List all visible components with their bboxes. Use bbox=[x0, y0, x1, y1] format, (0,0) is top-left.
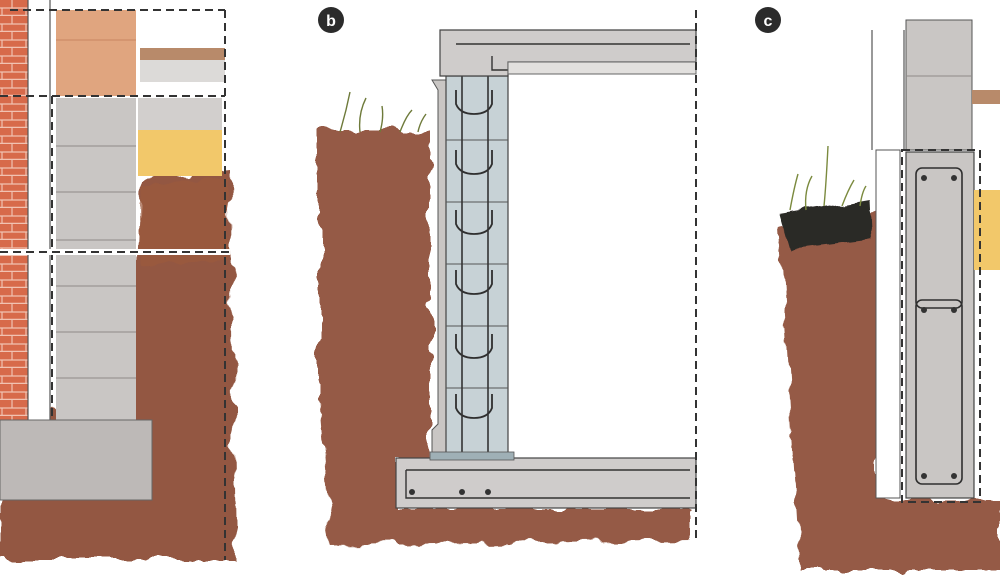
block-wall bbox=[56, 98, 136, 420]
subfloor bbox=[140, 60, 225, 82]
soil-mass bbox=[318, 130, 690, 545]
floor-joist bbox=[140, 48, 225, 60]
footing bbox=[0, 419, 153, 501]
panel-b: b bbox=[318, 7, 697, 545]
grass-tuft bbox=[339, 91, 427, 133]
rebar-cage bbox=[915, 167, 963, 485]
rebar-stirrups bbox=[455, 90, 493, 419]
topsoil-dark bbox=[780, 200, 872, 250]
panel-label-badge: b bbox=[318, 7, 344, 33]
panel-label-badge: c bbox=[755, 7, 781, 33]
wall-outer-stem bbox=[431, 79, 447, 459]
upper-block bbox=[56, 10, 136, 96]
panel-a bbox=[0, 0, 235, 560]
soil-mass-light bbox=[140, 178, 228, 265]
panel-label-c: c bbox=[764, 13, 773, 30]
panel-c: c bbox=[755, 7, 1000, 570]
panel-label-b: b bbox=[326, 13, 336, 30]
footing-slab bbox=[395, 457, 697, 509]
air-cavity bbox=[28, 0, 50, 420]
grass-tuft bbox=[789, 145, 867, 211]
soil-mass bbox=[780, 210, 1000, 570]
brick-veneer bbox=[0, 0, 28, 420]
rigid-insulation bbox=[138, 130, 222, 176]
upper-wall bbox=[905, 19, 973, 151]
